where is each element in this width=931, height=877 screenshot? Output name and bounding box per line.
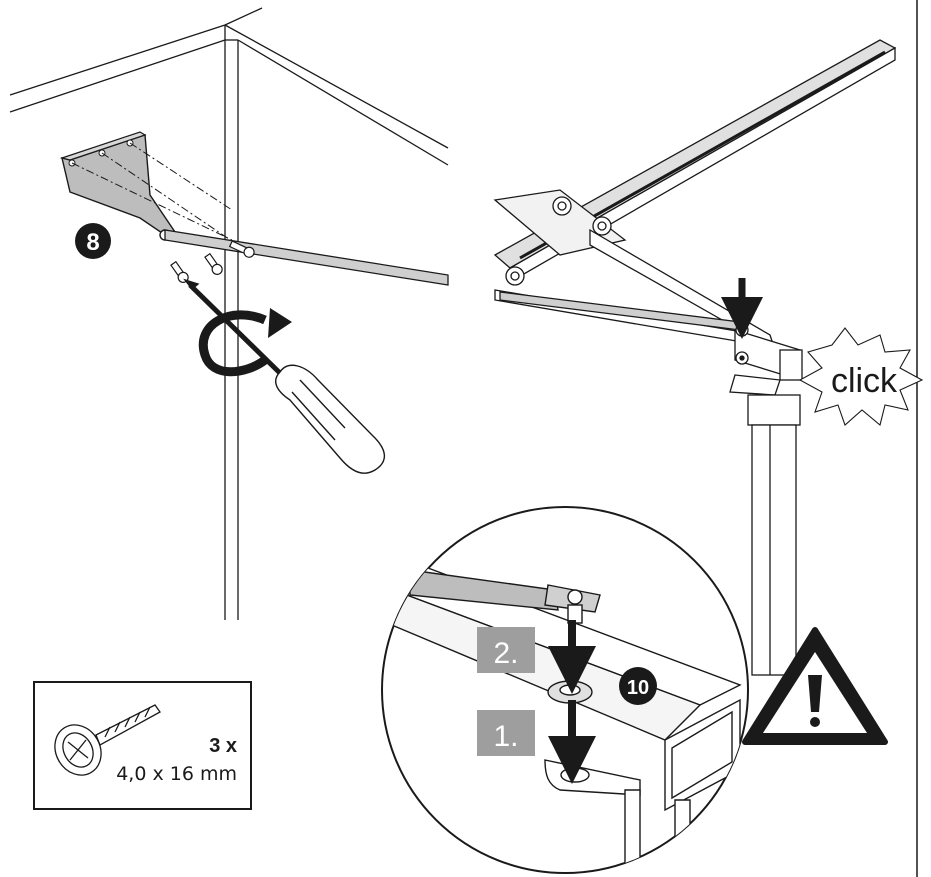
sequence-label-1: 1.: [493, 720, 518, 753]
corner-bracket: [59, 131, 177, 241]
screw-size: 4,0 x 16 mm: [116, 763, 237, 785]
sequence-label-2: 2.: [493, 637, 518, 670]
step-10-badge: 10: [619, 667, 657, 705]
screwdriver-icon: [183, 278, 386, 474]
rotation-arrow-icon: [198, 308, 292, 377]
sequence-box-1: 1.: [477, 710, 535, 756]
screw-quantity: 3 x: [209, 735, 237, 757]
sequence-box-2: 2.: [477, 627, 535, 673]
screw-icon: [54, 704, 161, 776]
alignment-guides: [71, 142, 249, 253]
click-label: click: [831, 362, 898, 400]
click-burst: click: [798, 327, 924, 426]
step-8-number: 8: [86, 229, 99, 256]
step-8-badge: 8: [75, 223, 111, 259]
warning-icon: [742, 627, 888, 745]
step-10-number: 10: [627, 677, 649, 699]
